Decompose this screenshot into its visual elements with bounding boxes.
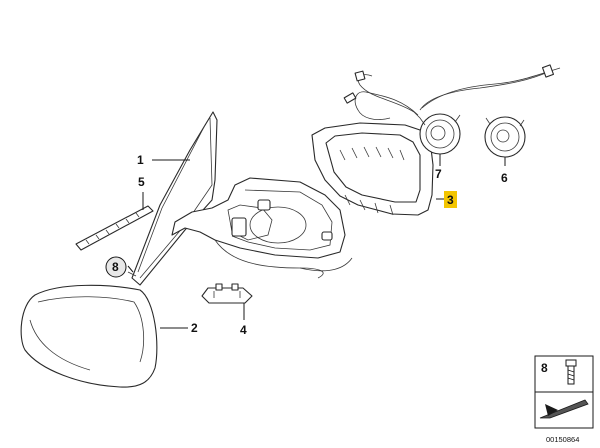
mirror-motor-part[interactable] [343,64,561,155]
cover-cap-part[interactable] [20,284,158,388]
callout-8[interactable]: 8 [112,260,119,274]
callout-7[interactable]: 7 [435,167,442,181]
callout-8-circle [105,256,127,278]
mirror-glass-part[interactable] [131,111,218,286]
small-bracket-part[interactable] [201,283,253,304]
callout-5[interactable]: 5 [138,175,145,189]
adjuster-part[interactable] [484,116,526,158]
mirror-housing-part[interactable] [171,177,353,279]
callout-4[interactable]: 4 [240,323,247,337]
legend-number: 8 [541,361,548,375]
callout-1[interactable]: 1 [137,153,144,167]
bracket-strip-part[interactable] [75,205,154,251]
parts-legend: 8 [534,355,594,429]
direction-arrow-icon [539,399,589,419]
callout-3[interactable]: 3 [447,193,454,207]
screw-part[interactable] [127,271,137,277]
screw-icon [565,359,577,385]
catalog-number: 00150864 [546,435,579,444]
callout-2[interactable]: 2 [191,321,198,335]
callout-3-highlight [444,191,457,208]
leader-lines [127,154,506,329]
mirror-frame-part[interactable] [311,122,434,216]
callout-6[interactable]: 6 [501,171,508,185]
